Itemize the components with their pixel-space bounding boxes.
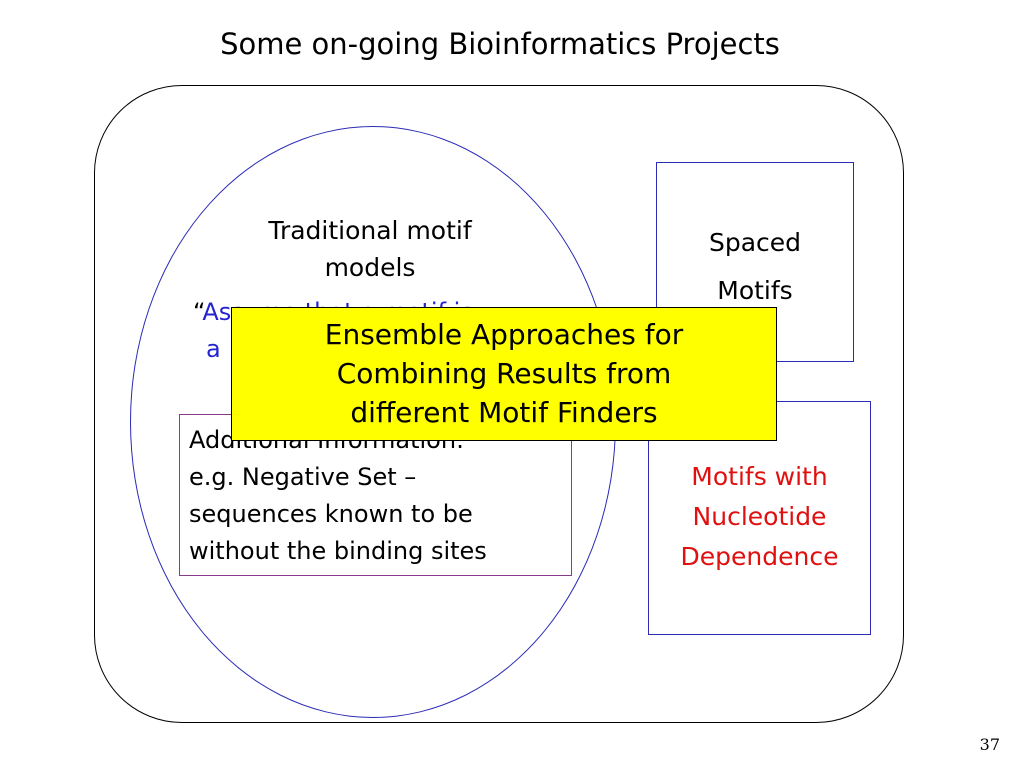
traditional-title-line-1: Traditional motif <box>268 216 472 245</box>
additional-line-3: sequences known to be <box>189 500 473 528</box>
nucleotide-line-1: Motifs with <box>691 462 828 491</box>
nucleotide-line-3: Dependence <box>680 542 839 571</box>
quote-line-2: a <box>206 335 221 363</box>
open-quote-mark: “ <box>193 298 203 326</box>
ensemble-line-3: different Motif Finders <box>350 396 658 429</box>
outer-rounded-frame <box>94 85 904 723</box>
ensemble-line-1: Ensemble Approaches for <box>324 318 684 351</box>
traditional-title-line-2: models <box>324 253 416 282</box>
additional-line-4: without the binding sites <box>189 537 487 565</box>
nucleotide-line-2: Nucleotide <box>692 502 827 531</box>
additional-line-2: e.g. Negative Set – <box>189 463 417 491</box>
traditional-motif-models-label: Traditional motif models <box>235 212 505 286</box>
spaced-line-1: Spaced <box>708 228 802 257</box>
page-number: 37 <box>979 735 1000 754</box>
spaced-line-2: Motifs <box>717 276 793 305</box>
ensemble-approaches-box: Ensemble Approaches for Combining Result… <box>231 307 777 441</box>
slide-title: Some on-going Bioinformatics Projects <box>220 27 780 61</box>
ensemble-line-2: Combining Results from <box>336 357 672 390</box>
nucleotide-dependence-box: Motifs with Nucleotide Dependence <box>648 401 871 635</box>
